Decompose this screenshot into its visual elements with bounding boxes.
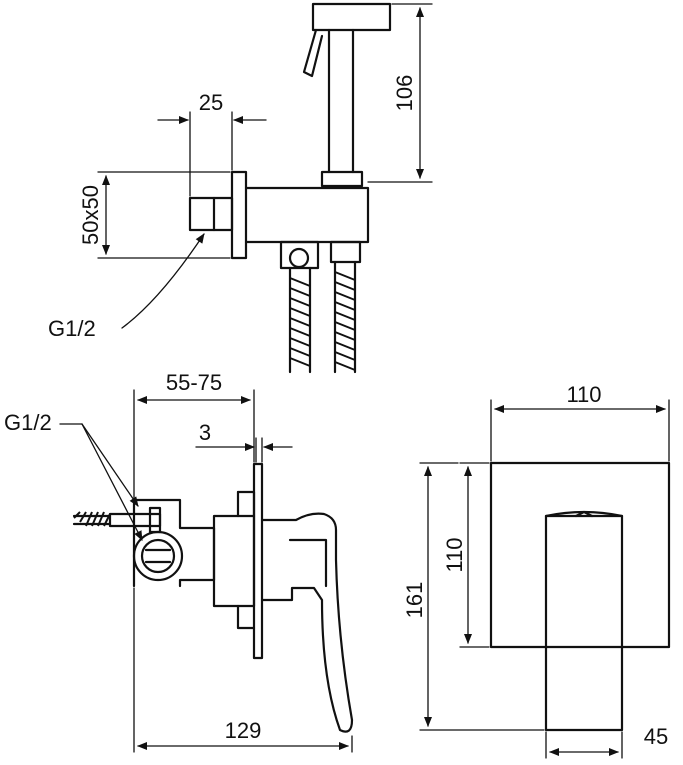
dimension-45: 45: [545, 724, 668, 759]
hand-shower: [302, 2, 392, 188]
top-view: 106 25 50x50 G1/2: [48, 2, 433, 374]
dimension-110-width-label: 110: [566, 382, 601, 407]
wall-elbow: [188, 170, 370, 270]
dimension-55-75-label: 55-75: [166, 370, 222, 395]
dimension-3-label: 3: [199, 420, 211, 445]
dimension-110-height-label: 110: [442, 537, 467, 572]
dimension-25-label: 25: [199, 90, 223, 115]
dimension-161-label: 161: [402, 582, 427, 619]
thread-top-label: G1/2: [48, 316, 96, 341]
dimension-110-height: 110: [442, 462, 490, 648]
dimension-45-label: 45: [644, 724, 668, 749]
concealed-body: [72, 498, 216, 588]
dimension-129: 129: [133, 587, 353, 753]
thread-leader-top: G1/2: [48, 233, 205, 341]
dimension-129-label: 129: [225, 718, 262, 743]
hose-right: [333, 260, 357, 374]
dimension-106: 106: [367, 3, 433, 183]
dimension-110-width: 110: [490, 382, 670, 462]
dimension-25: 25: [157, 90, 267, 197]
hose-left: [288, 266, 312, 374]
mixer-front-view: 110 110 161 45: [402, 382, 671, 759]
front-plate: [489, 461, 671, 649]
dimension-106-label: 106: [392, 75, 417, 112]
dimension-55-75: 55-75: [133, 370, 255, 499]
dimension-50x50: 50x50: [78, 171, 231, 259]
escutcheon-side: [212, 462, 264, 660]
lever-handle-front: [544, 510, 624, 732]
thread-leader-bottom: G1/2: [4, 410, 143, 541]
dimension-161: 161: [402, 462, 545, 731]
dimension-50x50-label: 50x50: [78, 185, 103, 245]
dimension-3: 3: [195, 420, 293, 463]
thread-bottom-label: G1/2: [4, 410, 52, 435]
lever-handle-side: [260, 512, 354, 733]
mixer-side-view: 55-75 3 G1/2 129: [4, 370, 354, 753]
